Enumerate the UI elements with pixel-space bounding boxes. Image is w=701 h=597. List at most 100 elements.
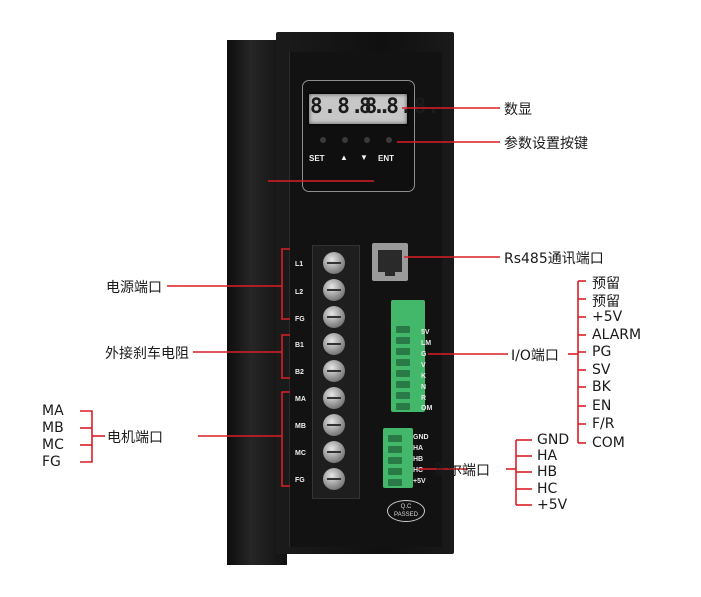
screw-slot (327, 343, 341, 345)
io-signal-label: BK (592, 379, 611, 395)
label-io-port: I/O端口 (511, 348, 559, 364)
io-pin-label: N (421, 384, 427, 391)
terminal-label-l2: L2 (295, 289, 304, 296)
io-signal-label: PG (592, 344, 612, 360)
io-signal-label: 预留 (592, 294, 620, 310)
motor-signal-label: MC (42, 437, 64, 453)
screw-slot (327, 424, 341, 426)
io-signal-label: +5V (592, 309, 623, 325)
qc-passed-stamp: Q.C PASSED (387, 500, 425, 522)
screw-slot (327, 262, 341, 264)
label-hall-port: 霍尔端口 (434, 463, 490, 479)
hall-signal-label: +5V (537, 497, 568, 513)
io-signal-label: COM (592, 435, 625, 451)
led-digits-right: 8.8.8. (359, 94, 441, 118)
hall-slot (388, 457, 402, 464)
terminal-screw (323, 414, 345, 436)
terminal-label-b2: B2 (295, 369, 304, 376)
terminal-label-ma: MA (295, 396, 306, 403)
terminal-label-mb: MB (295, 423, 306, 430)
set-button[interactable]: SET (309, 154, 325, 163)
terminal-label-l1: L1 (295, 261, 304, 268)
down-button[interactable]: ▼ (360, 153, 368, 162)
screw-slot (327, 289, 341, 291)
hall-slot (388, 468, 402, 475)
io-slot (396, 348, 410, 355)
hall-pin-label: HC (413, 467, 424, 474)
io-slot (396, 326, 410, 333)
hall-pin-label: HA (413, 445, 424, 452)
ent-key-led (386, 137, 392, 143)
terminal-label-fg: FG (295, 316, 305, 323)
screw-slot (327, 316, 341, 318)
io-signal-label: EN (592, 398, 612, 414)
terminal-screw (323, 252, 345, 274)
terminal-label-fg-motor: FG (295, 477, 305, 484)
terminal-screw (323, 441, 345, 463)
io-pin-label: R (421, 395, 427, 402)
io-signal-label: ALARM (592, 327, 642, 343)
hall-signal-label: GND (537, 432, 570, 448)
hall-signal-label: HB (537, 464, 558, 480)
io-pin-label: OM (421, 405, 433, 412)
io-slot (396, 381, 410, 388)
io-slot (396, 359, 410, 366)
terminal-screw (323, 468, 345, 490)
io-signal-label: SV (592, 362, 611, 378)
terminal-screw (323, 333, 345, 355)
hall-signal-label: HC (537, 481, 558, 497)
io-pin-label: G (421, 351, 427, 358)
label-power-port: 电源端口 (106, 280, 162, 296)
bracket-motor-signals (80, 410, 93, 463)
hall-signal-label: HA (537, 448, 558, 464)
stamp-line2: PASSED (394, 512, 418, 518)
hall-slot (388, 435, 402, 442)
hall-pin-label: GND (413, 434, 429, 441)
motor-signal-label: MA (42, 403, 64, 419)
io-pin-label: V (421, 362, 426, 369)
screw-slot (327, 478, 341, 480)
io-slot (396, 403, 410, 410)
led-display-window (307, 92, 409, 126)
hall-pin-label: HB (413, 456, 424, 463)
screw-slot (327, 397, 341, 399)
label-brake-resistor: 外接刹车电阻 (105, 346, 189, 362)
label-motor-port: 电机端口 (107, 430, 163, 446)
screw-slot (327, 451, 341, 453)
io-slot (396, 370, 410, 377)
io-pin-label: 5V (421, 329, 430, 336)
motor-signal-label: FG (42, 454, 61, 470)
stamp-line1: Q.C (400, 504, 412, 510)
terminal-screw (323, 387, 345, 409)
hall-slot (388, 446, 402, 453)
terminal-screw (323, 306, 345, 328)
rs485-port-latch (385, 270, 395, 276)
terminal-screw (323, 360, 345, 382)
terminal-label-b1: B1 (295, 342, 304, 349)
ent-button[interactable]: ENT (378, 154, 394, 163)
io-pin-label: LM (421, 340, 432, 347)
terminal-screw (323, 279, 345, 301)
io-signal-label: F/R (592, 416, 615, 432)
io-signal-label: 预留 (592, 276, 620, 292)
io-slot (396, 392, 410, 399)
hall-slot (388, 479, 402, 486)
hall-pin-label: +5V (413, 478, 426, 485)
set-key-led (320, 137, 326, 143)
io-slot (396, 337, 410, 344)
terminal-label-mc: MC (295, 450, 306, 457)
down-key-led (364, 137, 370, 143)
bracket-power (281, 248, 290, 320)
label-rs485: Rs485通讯端口 (504, 251, 604, 267)
rs485-port-opening (378, 250, 402, 272)
led-digits-left: 8.8.8. (310, 94, 392, 118)
motor-signal-label: MB (42, 420, 64, 436)
up-button[interactable]: ▲ (340, 153, 348, 162)
io-pin-label: K (421, 373, 427, 380)
bracket-motor (281, 391, 290, 487)
screw-slot (327, 370, 341, 372)
label-digital-display: 数显 (504, 102, 532, 118)
bracket-brake (281, 334, 290, 379)
label-param-keys: 参数设置按键 (504, 136, 588, 152)
